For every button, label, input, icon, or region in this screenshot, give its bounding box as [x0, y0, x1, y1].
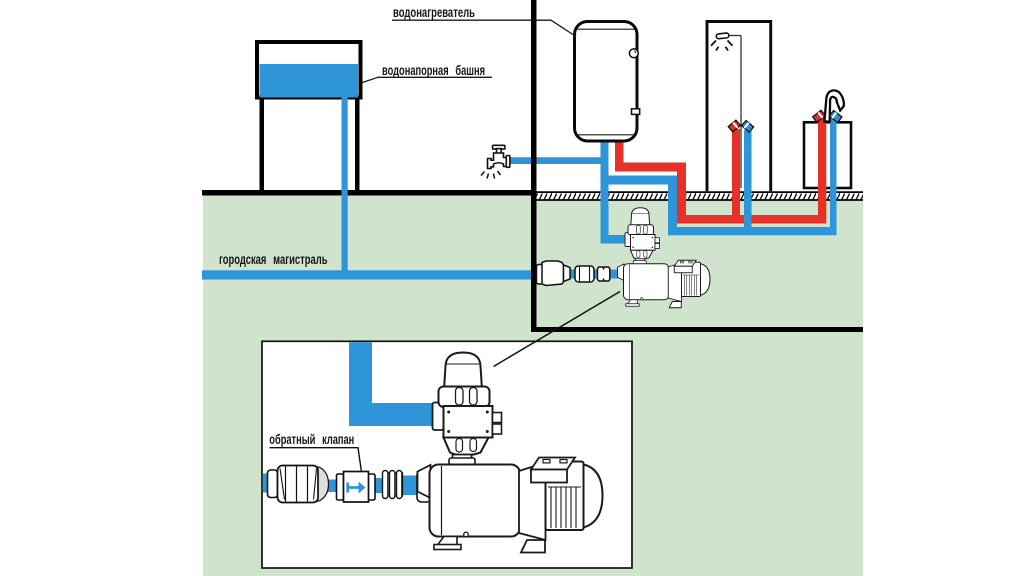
- svg-text:городская магистраль: городская магистраль: [219, 252, 328, 267]
- svg-text:водонагреватель: водонагреватель: [393, 5, 475, 20]
- svg-text:обратный клапан: обратный клапан: [269, 432, 354, 447]
- svg-text:водонапорная башня: водонапорная башня: [382, 63, 485, 78]
